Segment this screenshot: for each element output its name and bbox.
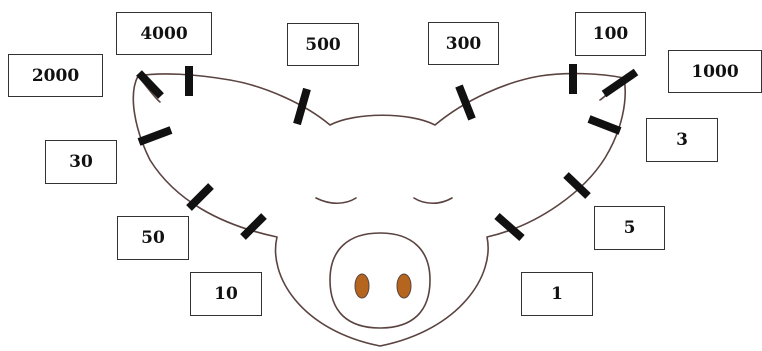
label-box-4000: 4000: [116, 12, 212, 55]
label-box-3: 3: [646, 118, 718, 162]
tick-mark-50: [186, 183, 214, 211]
label-box-1000: 1000: [668, 50, 762, 93]
tick-mark-500: [293, 87, 311, 126]
left-eye-icon: [315, 197, 357, 205]
label-box-2000: 2000: [8, 54, 103, 97]
label-box-100: 100: [575, 12, 646, 56]
tick-mark-1: [494, 212, 525, 242]
right-nostril-icon: [396, 273, 412, 299]
tick-mark-30: [137, 126, 173, 146]
label-box-300: 300: [428, 22, 499, 65]
tick-mark-2000: [136, 70, 164, 99]
tick-mark-10: [240, 213, 267, 240]
label-box-10: 10: [190, 272, 262, 316]
left-nostril-icon: [354, 273, 370, 299]
label-box-50: 50: [117, 216, 189, 260]
snout-icon: [329, 232, 431, 329]
label-box-5: 5: [594, 206, 665, 250]
tick-mark-300: [455, 84, 476, 121]
label-box-30: 30: [45, 140, 117, 184]
tick-mark-5: [563, 172, 591, 199]
right-eye-icon: [413, 197, 453, 205]
label-box-500: 500: [287, 23, 359, 66]
tick-mark-3: [587, 115, 622, 135]
label-box-1: 1: [521, 272, 593, 316]
tick-mark-1000: [601, 68, 639, 98]
